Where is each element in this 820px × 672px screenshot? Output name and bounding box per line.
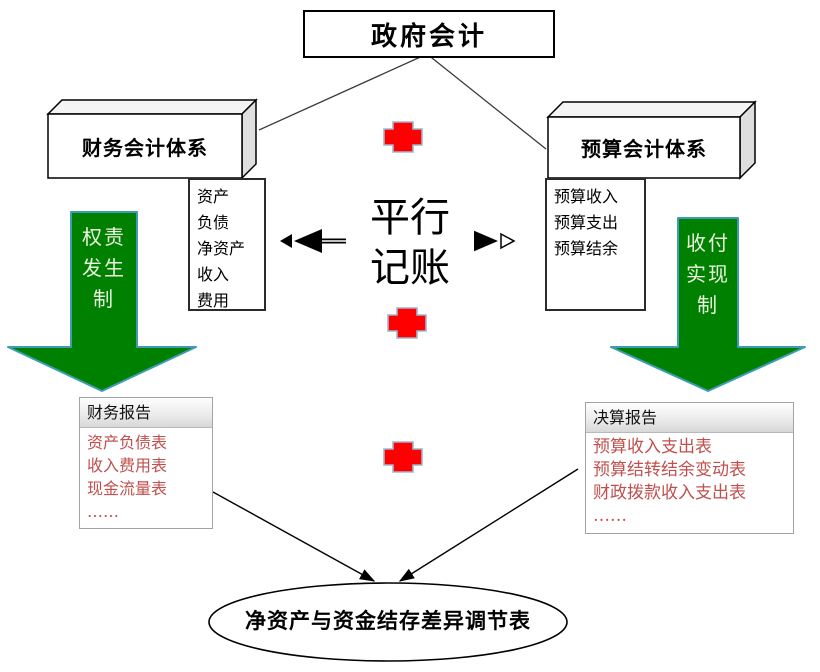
budget-system-cube [546,100,757,180]
final-accounts-report-body: 预算收入支出表 预算结转结余变动表 财政拨款收入支出表 …… [586,433,793,533]
plus-icon-middle [387,307,427,339]
reconciliation-table-label: 净资产与资金结存差异调节表 [245,608,531,633]
parallel-bookkeeping-label: 平行 记账 [346,192,474,294]
financial-elements-box: 资产 负债 净资产 收入 费用 [188,178,266,311]
page-title: 政府会计 [303,10,555,58]
basis-line: 制 [93,287,115,311]
report-item: …… [593,506,627,526]
list-item: 收入 [197,265,230,284]
report-item: …… [87,502,119,521]
list-item: 预算收入 [554,187,619,206]
basis-line: 发生 [82,256,126,280]
list-item: 资产 [197,187,230,206]
financial-system-cube [46,98,258,180]
list-item: 净资产 [197,239,246,258]
list-item: 预算支出 [554,213,619,232]
financial-system-label: 财务会计体系 [82,135,208,160]
parallel-line1: 平行 [370,195,450,241]
final-accounts-report-header: 决算报告 [586,403,793,433]
report-item: 预算结转结余变动表 [593,460,746,480]
accrual-basis-label: 权责 发生 制 [71,222,137,315]
basis-line: 收付 [686,231,730,255]
budget-system-label: 预算会计体系 [581,137,707,161]
cash-basis-label: 收付 实现 制 [676,228,740,321]
report-item: 资产负债表 [87,433,168,452]
final-accounts-report-box: 决算报告 预算收入支出表 预算结转结余变动表 财政拨款收入支出表 …… [585,402,794,534]
report-item: 现金流量表 [87,479,168,498]
connector-title-to-budget [426,53,547,150]
accrual-basis-down-arrow [7,211,197,392]
report-item: 预算收入支出表 [593,437,712,457]
list-item: 负债 [197,213,230,232]
plus-icon-bottom [383,441,423,473]
list-item: 预算结余 [554,239,619,258]
cash-basis-down-arrow [610,217,806,392]
reconciliation-ellipse [208,582,568,662]
basis-line: 权责 [82,225,126,249]
report-item: 财政拨款收入支出表 [593,483,746,503]
connector-financial-report-to-ellipse [212,491,376,582]
list-item: 费用 [197,291,230,310]
financial-report-header: 财务报告 [80,398,212,428]
connector-final-report-to-ellipse [398,468,579,582]
basis-line: 制 [697,293,719,317]
plus-icon-top [383,121,423,153]
budget-elements-box: 预算收入 预算支出 预算结余 [545,178,646,311]
report-item: 收入费用表 [87,456,168,475]
basis-line: 实现 [686,262,730,286]
connector-title-to-financial [258,53,428,131]
financial-report-body: 资产负债表 收入费用表 现金流量表 …… [80,428,212,528]
financial-report-box: 财务报告 资产负债表 收入费用表 现金流量表 …… [79,397,213,529]
parallel-line2: 记账 [370,245,450,291]
